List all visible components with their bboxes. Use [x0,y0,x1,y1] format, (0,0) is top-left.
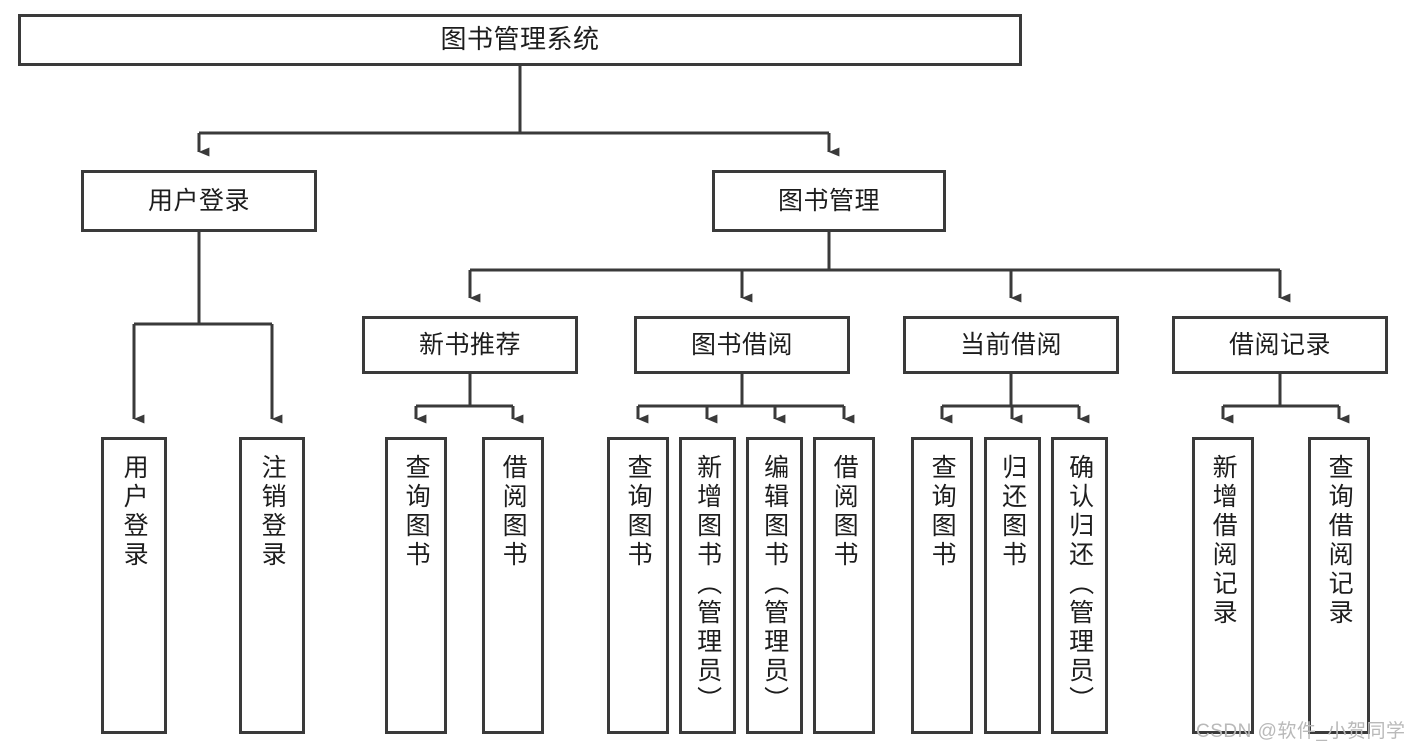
node-borrow-record-label: 借阅记录 [1228,331,1331,359]
node-leaf-query-book-borrow[interactable]: 查询图书 [607,437,669,734]
node-leaf-query-book-borrow-label: 查询图书 [624,454,653,570]
node-leaf-query-borrow-record[interactable]: 查询借阅记录 [1308,437,1370,734]
node-new-book-recommend-label: 新书推荐 [418,331,521,359]
node-leaf-edit-book-admin[interactable]: 编辑图书（管理员） [746,437,803,734]
node-leaf-add-borrow-record[interactable]: 新增借阅记录 [1192,437,1254,734]
node-book-management-label: 图书管理 [777,187,880,215]
node-leaf-return-book-label: 归还图书 [998,454,1027,570]
node-book-borrow-label: 图书借阅 [690,331,793,359]
node-root-label: 图书管理系统 [440,24,600,55]
node-leaf-confirm-return-admin[interactable]: 确认归还（管理员） [1051,437,1108,734]
node-root[interactable]: 图书管理系统 [18,14,1022,66]
node-leaf-confirm-return-admin-label: 确认归还（管理员） [1065,454,1094,715]
node-borrow-record[interactable]: 借阅记录 [1172,316,1388,374]
node-current-borrow-label: 当前借阅 [959,331,1062,359]
csdn-watermark: CSDN @软件_小贺同学 [1196,721,1405,742]
node-user-login-label: 用户登录 [147,187,250,215]
node-current-borrow[interactable]: 当前借阅 [903,316,1119,374]
node-leaf-borrow-book-recommend-label: 借阅图书 [499,454,528,570]
node-leaf-borrow-book-recommend[interactable]: 借阅图书 [482,437,544,734]
node-leaf-add-borrow-record-label: 新增借阅记录 [1209,454,1238,628]
node-leaf-query-book-recommend[interactable]: 查询图书 [385,437,447,734]
node-user-login[interactable]: 用户登录 [81,170,317,232]
node-leaf-query-borrow-record-label: 查询借阅记录 [1325,454,1354,628]
node-leaf-query-book-recommend-label: 查询图书 [402,454,431,570]
node-leaf-user-login-label: 用户登录 [120,454,149,570]
node-leaf-borrow-book-label: 借阅图书 [830,454,859,570]
node-book-management[interactable]: 图书管理 [712,170,946,232]
node-leaf-edit-book-admin-label: 编辑图书（管理员） [760,454,789,715]
node-leaf-return-book[interactable]: 归还图书 [984,437,1041,734]
node-leaf-borrow-book[interactable]: 借阅图书 [813,437,875,734]
node-new-book-recommend[interactable]: 新书推荐 [362,316,578,374]
node-leaf-logout-login-label: 注销登录 [258,454,287,570]
node-leaf-query-book-current-label: 查询图书 [928,454,957,570]
node-leaf-add-book-admin[interactable]: 新增图书（管理员） [679,437,736,734]
node-leaf-query-book-current[interactable]: 查询图书 [911,437,973,734]
node-leaf-user-login[interactable]: 用户登录 [101,437,167,734]
node-book-borrow[interactable]: 图书借阅 [634,316,850,374]
node-leaf-add-book-admin-label: 新增图书（管理员） [693,454,722,715]
node-leaf-logout-login[interactable]: 注销登录 [239,437,305,734]
